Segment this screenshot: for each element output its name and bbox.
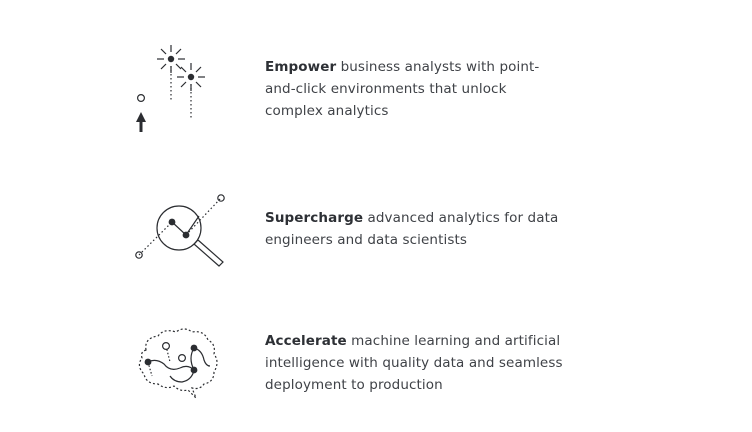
magnifier-chart-icon (130, 186, 230, 286)
feature-lead: Accelerate (265, 333, 347, 349)
feature-lead: Supercharge (265, 210, 364, 226)
feature-body: machine learning and artificial intellig… (265, 333, 563, 393)
feature-description: Supercharge advanced analytics for data … (265, 207, 565, 251)
feature-lead: Empower (265, 59, 337, 75)
feature-description: Accelerate machine learning and artifici… (265, 330, 565, 396)
brain-network-icon (130, 320, 230, 420)
fireworks-cursor-icon (130, 40, 230, 140)
feature-body: business analysts with point-and-click e… (265, 59, 540, 119)
feature-description: Empower business analysts with point-and… (265, 56, 565, 122)
feature-body: advanced analytics for data engineers an… (265, 210, 559, 248)
